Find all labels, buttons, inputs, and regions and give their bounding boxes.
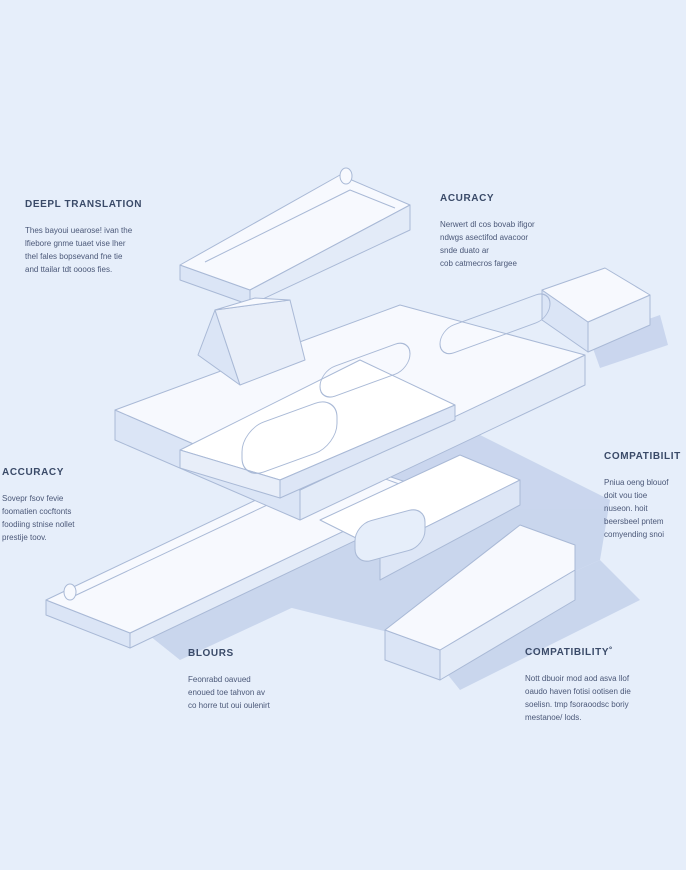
label-body: Nott dbuoir mod aod asva llof oaudo have… xyxy=(525,674,631,722)
central-platform xyxy=(114,293,586,521)
label-accuracy-left: ACCURACY Sovepr fsov fevie foomatien coc… xyxy=(2,467,122,544)
label-title: DEEPL TRANSLATION xyxy=(25,199,143,210)
label-body: Sovepr fsov fevie foomatien cocftonts fo… xyxy=(2,494,75,542)
pyramid-block xyxy=(197,297,306,386)
label-title: ACURACY xyxy=(440,193,495,204)
right-block xyxy=(541,267,651,353)
label-title: COMPATIBILITY˚ xyxy=(525,647,614,658)
label-body: Thes bayoui uearose! ivan the lfiebore g… xyxy=(25,226,133,274)
label-blours: BLOURS Feonrabd oavued enoued toe tahvon… xyxy=(188,648,318,712)
label-acuracy-top: ACURACY Nerwert dl cos bovab ifigor ndwg… xyxy=(440,193,570,270)
upper-left-arm xyxy=(179,167,411,306)
label-compatibility-bottom: COMPATIBILITY˚ Nott dbuoir mod aod asva … xyxy=(525,647,680,724)
label-title: COMPATIBILIT xyxy=(604,451,681,462)
lower-bar-knob xyxy=(63,583,77,601)
platform-raised-front xyxy=(279,404,456,499)
label-deepl-translation: DEEPL TRANSLATION Thes bayoui uearose! i… xyxy=(25,199,175,276)
arm-knob xyxy=(339,167,353,185)
right-block-top xyxy=(541,267,651,323)
shadow-lower-bar xyxy=(130,560,330,660)
label-title: BLOURS xyxy=(188,648,234,659)
label-body: Feonrabd oavued enoued toe tahvon av co … xyxy=(188,675,270,710)
inner-slot-1 xyxy=(241,401,338,474)
label-compatibility-right: COMPATIBILIT Pniua oeng blouof doit vou … xyxy=(604,451,686,541)
br-arch-opening xyxy=(354,509,426,562)
label-body: Pniua oeng blouof doit vou tioe nuseon. … xyxy=(604,478,669,539)
pyramid-top xyxy=(214,297,291,311)
shadow-right-block xyxy=(590,315,668,368)
br-top xyxy=(384,524,576,651)
label-body: Nerwert dl cos bovab ifigor ndwgs asecti… xyxy=(440,220,535,268)
inner-slot-2 xyxy=(319,342,411,398)
inner-slot-3 xyxy=(439,293,551,355)
label-title: ACCURACY xyxy=(2,467,65,478)
br-arch-front xyxy=(379,479,521,581)
bottom-right-platform xyxy=(319,454,576,681)
arm-groove xyxy=(204,189,396,263)
